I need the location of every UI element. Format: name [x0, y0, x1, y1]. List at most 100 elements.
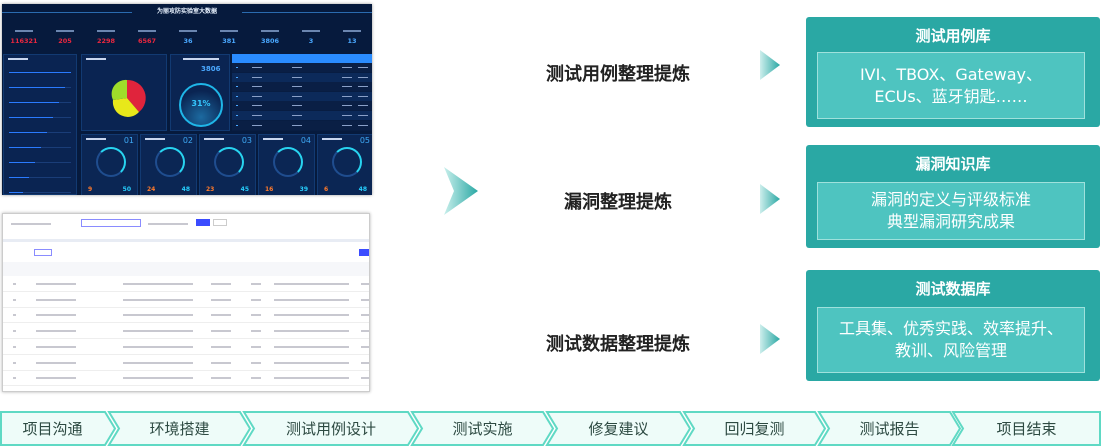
kpi-item: 381: [209, 26, 249, 50]
cell: [211, 298, 231, 301]
cell: [358, 95, 368, 97]
process-label: 漏洞整理提炼: [564, 192, 672, 213]
table-row: [232, 111, 372, 120]
knowledge-box: 测试数据库工具集、优秀实践、效率提升、教训、风险管理: [806, 270, 1100, 381]
table-row: [232, 82, 372, 92]
cell: [252, 86, 262, 88]
chevron-shape: [817, 411, 962, 446]
table-row: [3, 292, 369, 308]
cell: [361, 345, 369, 348]
cell: [252, 95, 262, 97]
panel-title: [86, 58, 106, 60]
card-number: 02: [182, 136, 193, 145]
cell: [36, 330, 76, 333]
cell: [252, 67, 262, 68]
cell: [342, 76, 352, 78]
arrow-icon: [760, 324, 780, 354]
process-pipeline: 项目沟通环境搭建测试用例设计测试实施修复建议回归复测测试报告项目结束: [0, 410, 1102, 447]
table-screenshot: [2, 213, 370, 392]
kpi-label: [56, 30, 74, 32]
cell: [211, 361, 231, 364]
card-value-b: 48: [358, 186, 367, 193]
cell: [123, 361, 193, 364]
cell: [358, 76, 368, 78]
cell: [342, 86, 352, 88]
tab-button: [34, 249, 52, 256]
cell: [36, 345, 76, 348]
card-number: 03: [241, 136, 252, 145]
box-title: 测试用例库: [915, 27, 991, 45]
kpi-value: 381: [222, 37, 236, 45]
pie-panel: [81, 54, 167, 131]
cell: [13, 283, 16, 285]
arrow-icon: [760, 184, 780, 214]
kpi-item: 2298: [86, 26, 126, 50]
box-title: 漏洞知识库: [915, 155, 991, 173]
cell: [358, 124, 368, 126]
big-arrow-icon: [444, 167, 478, 215]
box-line: IVI、TBOX、Gateway、: [859, 64, 1043, 84]
cell: [292, 95, 302, 97]
kpi-label: [138, 30, 156, 32]
card-value-a: 6: [324, 186, 329, 193]
gauge-count: 3806: [201, 65, 221, 73]
cell: [274, 345, 349, 348]
knowledge-box: 漏洞知识库漏洞的定义与评级标准典型漏洞研究成果: [806, 145, 1100, 248]
pipeline-step: 回归复测: [724, 420, 785, 438]
cell: [36, 298, 76, 301]
cell: [342, 115, 352, 116]
table-row: [232, 72, 372, 82]
cell: [292, 67, 302, 68]
kpi-value: 205: [58, 37, 72, 45]
cell: [251, 377, 261, 380]
cell: [211, 314, 231, 317]
kpi-item: 6567: [127, 26, 167, 50]
cell: [211, 330, 231, 333]
table-row: [232, 63, 372, 72]
cell: [13, 377, 16, 380]
chevron-shape: [682, 411, 827, 446]
pipeline-step: 项目沟通: [22, 420, 83, 438]
box-content: 漏洞的定义与评级标准典型漏洞研究成果: [817, 182, 1085, 240]
card-value-b: 45: [240, 186, 249, 193]
cell: [36, 361, 76, 364]
pipeline-step: 修复建议: [588, 420, 649, 438]
cell: [292, 76, 302, 78]
cell: [251, 298, 261, 301]
cell: [13, 314, 16, 317]
chevron-shape: [951, 411, 1101, 446]
card-number: 01: [123, 136, 134, 145]
list-panel: [3, 54, 77, 195]
divider: [242, 12, 372, 13]
card-value-a: 9: [88, 186, 93, 193]
list-bar: [9, 117, 71, 118]
kpi-item: 3: [291, 26, 331, 50]
table-row: [3, 386, 369, 391]
cell: [361, 377, 369, 380]
table-row: [3, 276, 369, 292]
cell: [211, 283, 231, 285]
cell: [252, 105, 262, 107]
query-button: [196, 219, 210, 226]
data-table: [232, 54, 372, 131]
cell: [252, 115, 262, 116]
cell: [274, 377, 349, 380]
pipeline-step: 测试用例设计: [285, 420, 376, 438]
cell: [236, 76, 238, 78]
cell: [292, 124, 302, 126]
kpi-value: 2298: [96, 37, 116, 45]
box-content: 工具集、优秀实践、效率提升、教训、风险管理: [817, 307, 1085, 373]
progress-ring: [214, 147, 244, 177]
kpi-item: 205: [45, 26, 85, 50]
cell: [252, 124, 262, 126]
kpi-label: [261, 30, 279, 32]
cell: [123, 377, 193, 380]
card-title: [263, 138, 283, 140]
kpi-label: [302, 30, 320, 32]
gauge-ring: [179, 83, 223, 127]
